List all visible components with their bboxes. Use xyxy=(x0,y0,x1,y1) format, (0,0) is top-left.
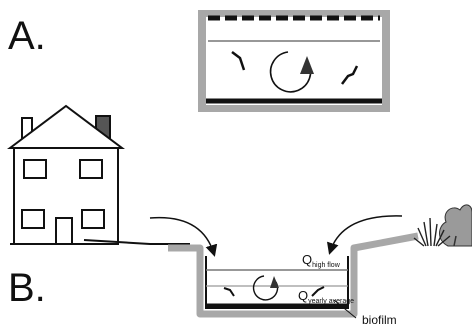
panel-label-b: B. xyxy=(8,266,46,310)
house-illustration xyxy=(7,104,125,245)
bush-illustration xyxy=(413,204,472,247)
window xyxy=(81,209,105,229)
panel-label-a: A. xyxy=(8,14,46,58)
biofilm-carrier-icon xyxy=(231,51,246,71)
q-yearly-average-label: Qyearly average xyxy=(298,288,355,305)
bush-foliage xyxy=(439,204,472,247)
reactor-tank-a xyxy=(198,10,390,112)
q-avg-symbol: Q xyxy=(298,288,309,303)
biofilm-pointer-line xyxy=(333,299,357,319)
sewer-pipe xyxy=(83,239,190,245)
stream-bank-wall xyxy=(168,232,419,318)
circulation-arrow-icon xyxy=(269,51,312,93)
circulation-arrowhead-icon xyxy=(270,276,279,288)
window xyxy=(21,209,45,229)
tank-a-interior xyxy=(206,17,382,105)
door xyxy=(55,217,73,245)
inflow-arrow-right xyxy=(326,215,403,255)
window xyxy=(23,159,47,179)
biofilm-carrier-icon xyxy=(341,65,359,85)
stream-channel-b xyxy=(168,232,419,318)
biofilm-label: biofilm xyxy=(362,313,397,327)
q-avg-subscript: yearly average xyxy=(308,298,355,305)
q-high-flow-label: Qhigh flow xyxy=(302,252,340,269)
q-high-subscript: high flow xyxy=(312,262,340,269)
grass-tuft xyxy=(413,217,451,247)
circulation-arrowhead-icon xyxy=(300,56,314,74)
circulation-arrow-icon xyxy=(252,275,279,301)
window xyxy=(79,159,103,179)
q-high-symbol: Q xyxy=(302,252,313,267)
inflow-arrow-left xyxy=(149,216,218,257)
biofilm-carrier-icon xyxy=(223,287,235,297)
biofilm-carrier-icon xyxy=(311,286,325,297)
bush-stem xyxy=(453,235,457,247)
